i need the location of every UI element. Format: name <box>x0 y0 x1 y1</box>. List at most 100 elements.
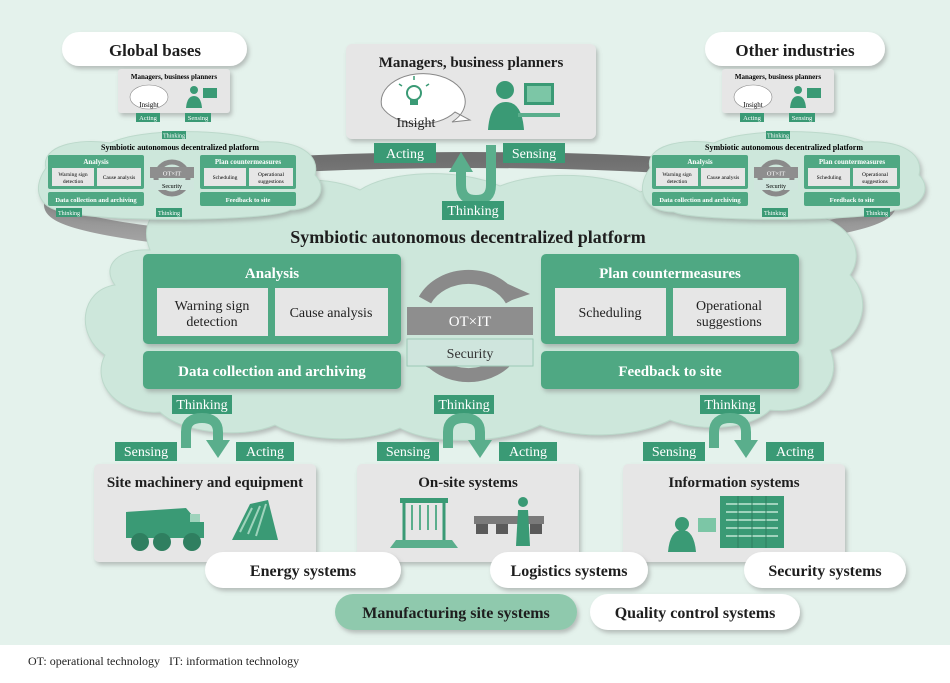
gb-managers: Managers, business planners <box>131 73 217 81</box>
gb-warning1: Warning sign <box>58 172 88 178</box>
top-thinking-label: Thinking <box>447 204 498 219</box>
oi-security: Security <box>766 184 786 190</box>
site2-acting: Acting <box>509 445 547 460</box>
site2-thinking: Thinking <box>438 398 489 413</box>
manufacturing-pill <box>335 594 577 630</box>
oi-platform: Symbiotic autonomous decentralized platf… <box>705 143 863 152</box>
oi-thinking-top: Thinking <box>767 134 789 140</box>
plan-title: Plan countermeasures <box>599 266 741 282</box>
site3-title: Information systems <box>668 475 799 491</box>
quality-pill <box>590 594 800 630</box>
operator-icon <box>668 517 716 552</box>
oi-plan: Plan countermeasures <box>819 158 885 166</box>
feedback-label: Feedback to site <box>618 364 722 380</box>
system-pills: Energy systems Logistics systems Securit… <box>205 552 906 630</box>
global-bases-title: Global bases <box>109 41 201 60</box>
gb-platform: Symbiotic autonomous decentralized platf… <box>101 143 259 152</box>
gb-security: Security <box>162 184 182 190</box>
top-acting-tag <box>374 143 436 163</box>
site2-sensing: Sensing <box>386 445 430 460</box>
site2-title: On-site systems <box>418 475 518 491</box>
warning-sign-box <box>157 288 268 336</box>
gb-thinking-top: Thinking <box>163 134 185 140</box>
gb-data: Data collection and archiving <box>55 197 137 204</box>
gb-acting: Acting <box>139 115 157 122</box>
oi-thinking-mid: Thinking <box>764 211 786 217</box>
energy-pill <box>205 552 401 588</box>
gb-analysis: Analysis <box>83 158 109 166</box>
oi-managers: Managers, business planners <box>735 73 821 81</box>
oi-cause: Cause analysis <box>707 175 740 181</box>
otit-label: OT×IT <box>449 314 492 330</box>
site3-sensing: Sensing <box>652 445 696 460</box>
suggestions-line2: suggestions <box>696 315 761 330</box>
dump-truck-icon <box>126 508 204 551</box>
data-collection-bar <box>143 351 401 389</box>
scheduling-box <box>555 288 666 336</box>
security-label: Security <box>447 347 494 362</box>
warning-line2: detection <box>186 315 237 330</box>
insight-label: Insight <box>397 116 436 131</box>
top-u-arrow <box>449 145 496 206</box>
data-collection-label: Data collection and archiving <box>178 364 366 380</box>
oi-otit: OT×IT <box>767 171 785 178</box>
top-sensing-label: Sensing <box>512 147 556 162</box>
global-bases-group: Global bases Managers, business planners… <box>37 32 322 220</box>
site3-acting: Acting <box>776 445 814 460</box>
site-loops: Thinking Sensing Acting Thinking Sensing… <box>115 395 824 461</box>
analysis-panel: Analysis Warning sign detection Cause an… <box>143 254 401 344</box>
oi-analysis: Analysis <box>687 158 713 166</box>
cause-analysis-box <box>275 288 388 336</box>
oi-scheduling: Scheduling <box>817 175 842 181</box>
logistics-pill <box>490 552 648 588</box>
oi-sugg1: Operational <box>862 172 888 178</box>
other-industries-title: Other industries <box>735 41 855 60</box>
oi-acting: Acting <box>743 115 761 122</box>
gb-sugg2: suggestions <box>258 179 284 185</box>
managers-title: Managers, business planners <box>379 55 564 71</box>
oi-sensing: Sensing <box>792 115 813 122</box>
feedback-bar <box>541 351 799 389</box>
oi-feedback: Feedback to site <box>830 197 875 204</box>
scheduling-label: Scheduling <box>579 306 642 321</box>
footnote: OT: operational technology IT: informati… <box>28 654 300 668</box>
server-rack-icon <box>720 496 784 548</box>
gb-plan: Plan countermeasures <box>215 158 281 166</box>
oi-thinking-right: Thinking <box>866 211 888 217</box>
on-site-systems-box: On-site systems <box>357 464 579 562</box>
factory-crane-icon <box>390 498 458 548</box>
managers-box: Managers, business planners Insight <box>346 44 596 139</box>
person-computer-icon <box>488 81 560 130</box>
gb-otit: OT×IT <box>163 171 181 178</box>
gb-warning2: detection <box>63 179 83 185</box>
platform-title: Symbiotic autonomous decentralized platf… <box>290 227 645 247</box>
gb-cause: Cause analysis <box>103 175 136 181</box>
plan-panel: Plan countermeasures Scheduling Operatio… <box>541 254 799 344</box>
site3-thinking: Thinking <box>704 398 755 413</box>
top-thinking-tag <box>442 201 504 220</box>
oi-insight: Insight <box>743 101 763 109</box>
oi-warning2: detection <box>667 179 687 185</box>
insight-bubble <box>380 73 472 125</box>
warning-line1: Warning sign <box>175 299 250 314</box>
suggestions-line1: Operational <box>696 299 762 314</box>
oi-sugg2: suggestions <box>862 179 888 185</box>
top-sensing-tag <box>503 143 565 163</box>
gb-sugg1: Operational <box>258 172 284 178</box>
site1-acting: Acting <box>246 445 284 460</box>
site1-sensing: Sensing <box>124 445 168 460</box>
manufacturing-label: Manufacturing site systems <box>362 605 550 622</box>
site1-thinking: Thinking <box>176 398 227 413</box>
gb-scheduling: Scheduling <box>213 175 238 181</box>
suggestions-box <box>673 288 786 336</box>
gb-thinking-mid: Thinking <box>158 211 180 217</box>
gb-feedback: Feedback to site <box>226 197 271 204</box>
security-box <box>406 338 534 367</box>
turbine-machine-icon <box>232 500 278 540</box>
logistics-worker-icon <box>474 497 544 546</box>
security-systems-pill <box>744 552 906 588</box>
other-industries-group: Other industries Managers, business plan… <box>641 32 926 220</box>
oi-warning1: Warning sign <box>662 172 692 178</box>
